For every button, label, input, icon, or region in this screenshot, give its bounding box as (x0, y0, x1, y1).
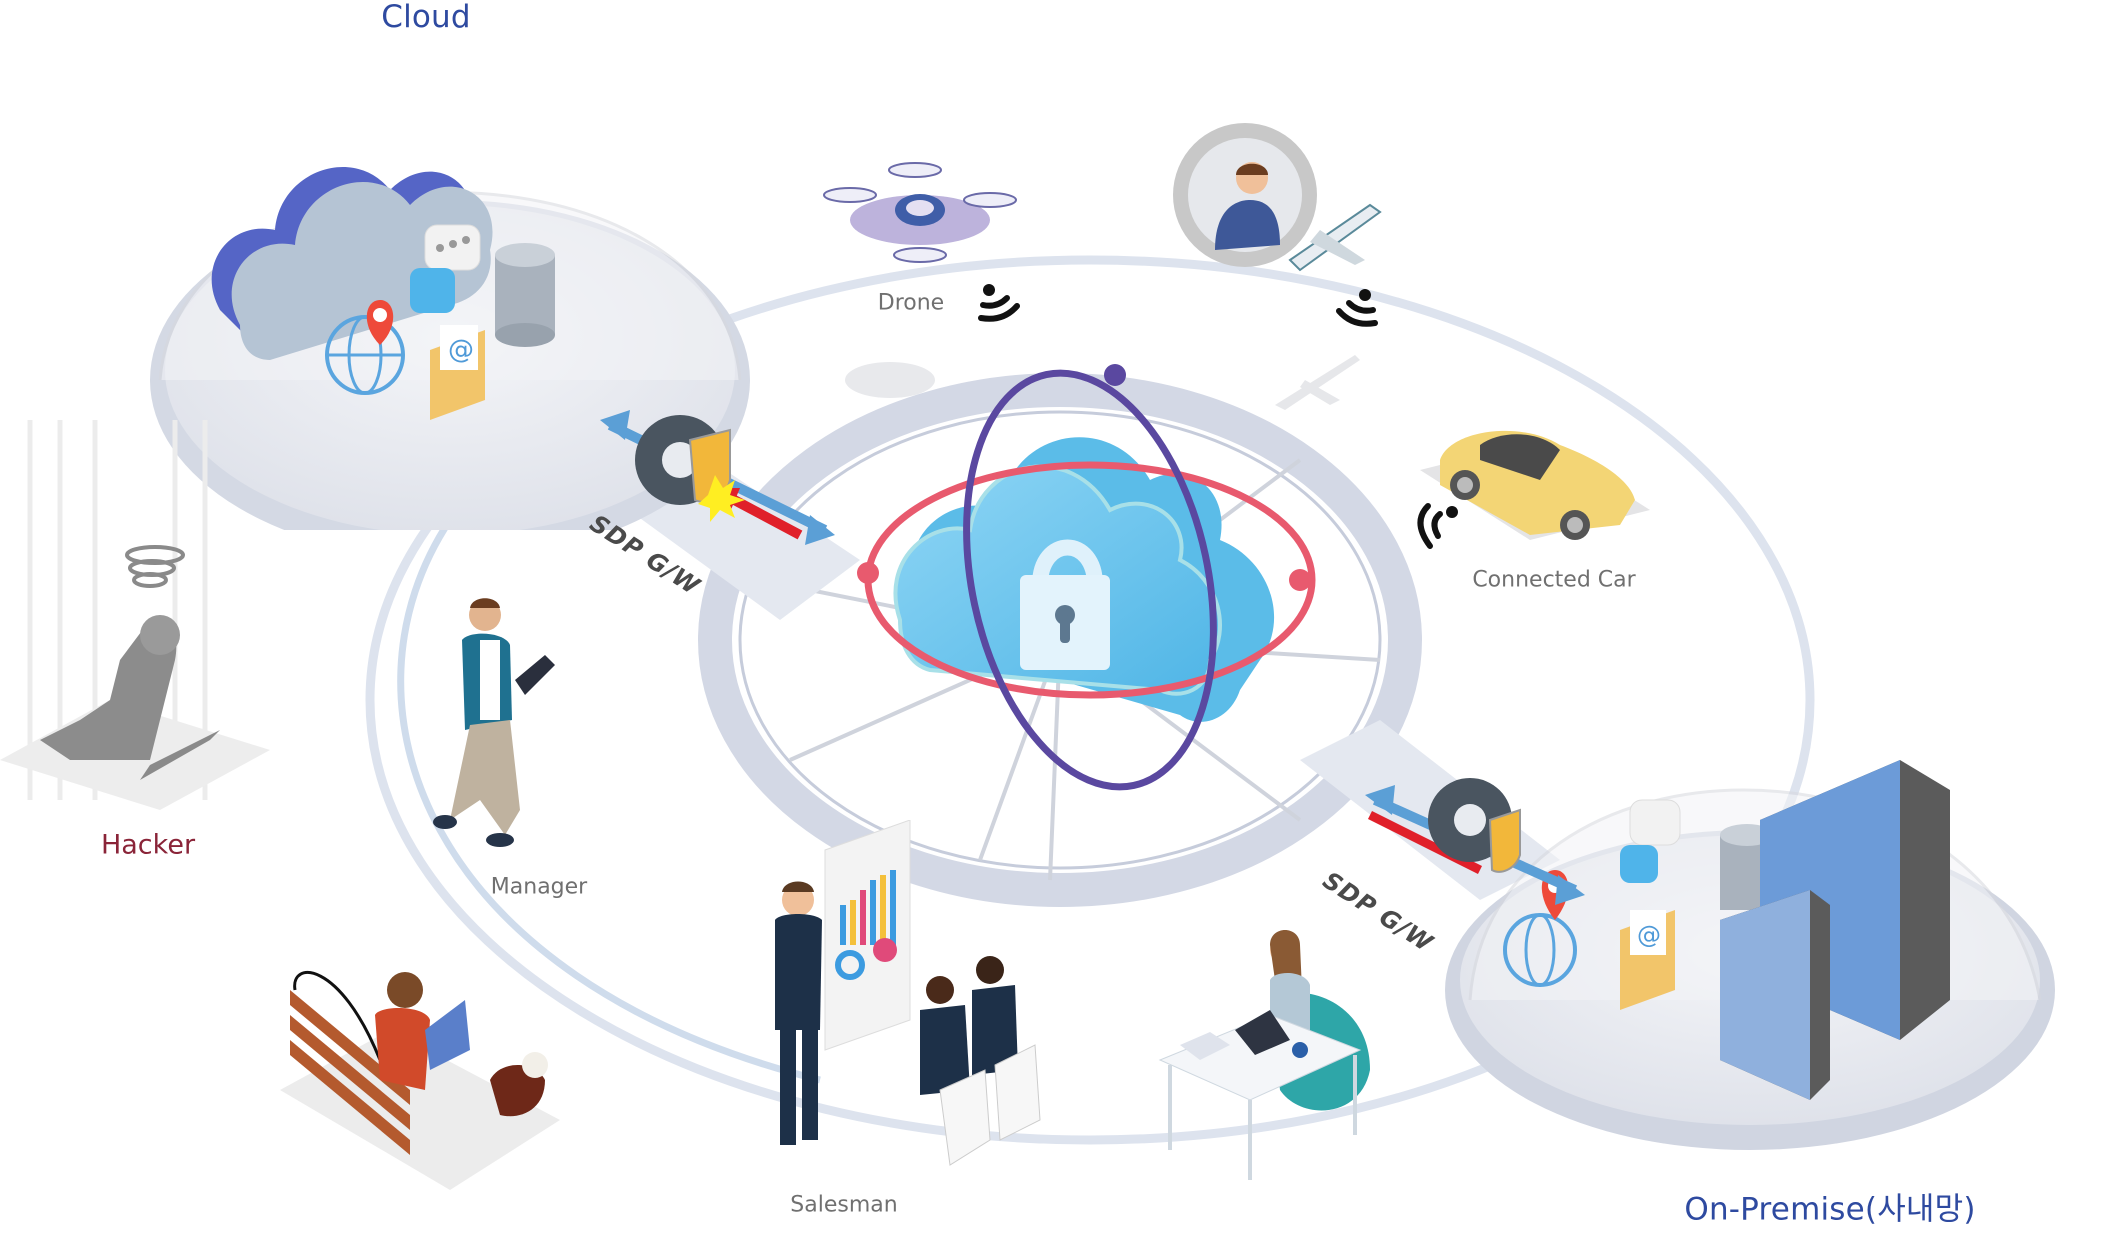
core-secure-cloud (857, 364, 1316, 791)
defeated-hacker-icon (0, 420, 270, 810)
orbit-ring-purple (963, 369, 1217, 791)
office-buildings-icon (1720, 760, 1950, 1100)
cloud-zone-dome: @ (150, 166, 750, 530)
sdp-gateway-cloud (600, 410, 835, 545)
hacker-label: Hacker (100, 829, 196, 861)
airplane-passenger-icon (1173, 123, 1382, 272)
bench-laptop-person-icon (280, 971, 560, 1190)
presentation-meeting-icon (775, 820, 1041, 1166)
svg-text:@: @ (448, 335, 474, 365)
walking-person-tablet-icon (433, 598, 555, 847)
airplane-silhouette-icon (1275, 355, 1360, 410)
cloud-zone-label: Cloud (381, 0, 471, 35)
connected-car-label: Connected Car (1472, 567, 1636, 593)
email-icon: @ (430, 325, 485, 420)
email-icon: @ (1620, 910, 1675, 1010)
chat-bubbles-icon (410, 224, 481, 313)
chat-bubbles-icon (1620, 799, 1681, 883)
wireless-signal-icon (1336, 289, 1378, 327)
manager-label: Manager (490, 874, 588, 900)
desk-laptop-woman-icon (1158, 930, 1370, 1180)
salesman-label: Salesman (790, 1192, 898, 1218)
sdp-gateway-on-premise (1365, 778, 1585, 905)
drone-label: Drone (877, 290, 945, 316)
cloud-icon (211, 166, 493, 360)
svg-text:@: @ (1637, 921, 1661, 949)
wireless-signal-icon (978, 284, 1020, 322)
shield-icon (1488, 808, 1521, 873)
drone-icon (823, 162, 1017, 263)
car-icon (1420, 430, 1650, 540)
on-premise-zone-label: On-Premise(사내망) (1684, 1191, 1976, 1228)
on-premise-zone-dome: @ (1445, 760, 2055, 1150)
globe-location-icon (325, 300, 405, 395)
wireless-signal-icon (1417, 503, 1458, 549)
lock-icon (1020, 539, 1110, 670)
database-icon (495, 243, 555, 347)
block-burst-icon (698, 475, 745, 522)
